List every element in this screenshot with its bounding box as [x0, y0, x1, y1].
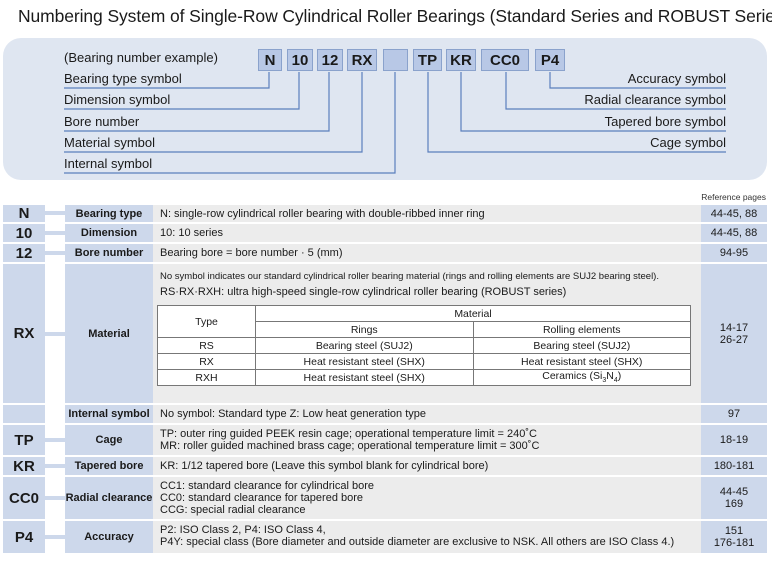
row-symbol: RX	[3, 264, 45, 403]
symbol-box-internal-blank	[383, 49, 408, 71]
row-reference-pages: 18-19	[701, 425, 767, 455]
symbol-box-p4: P4	[535, 49, 565, 71]
table-row-cage: TP Cage TP: outer ring guided PEEK resin…	[3, 425, 767, 455]
label-material-symbol: Material symbol	[64, 135, 156, 150]
row-name: Tapered bore	[65, 457, 153, 475]
row-name: Internal symbol	[65, 405, 153, 423]
row-name: Accuracy	[65, 521, 153, 553]
row-name: Bearing type	[65, 205, 153, 222]
row-description: 10: 10 series	[153, 224, 701, 242]
row-name: Cage	[65, 425, 153, 455]
row-description: No symbol: Standard type Z: Low heat gen…	[153, 405, 701, 423]
material-table: Type Material Rings Rolling elements RS …	[157, 305, 691, 386]
symbol-box-10: 10	[287, 49, 313, 71]
row-symbol: CC0	[3, 477, 45, 519]
row-symbol: P4	[3, 521, 45, 553]
row-description: P2: ISO Class 2, P4: ISO Class 4,P4Y: sp…	[153, 521, 701, 553]
symbol-box-kr: KR	[446, 49, 476, 71]
table-row-internal-symbol: Internal symbol No symbol: Standard type…	[3, 405, 767, 423]
row-name: Radial clearance	[65, 477, 153, 519]
label-cage-symbol: Cage symbol	[650, 135, 726, 150]
row-reference-pages: 44-45, 88	[701, 205, 767, 222]
material-table-row: RX Heat resistant steel (SHX) Heat resis…	[157, 353, 691, 370]
table-row-radial-clearance: CC0 Radial clearance CC1: standard clear…	[3, 477, 767, 519]
row-name: Dimension	[65, 224, 153, 242]
label-dimension-symbol: Dimension symbol	[64, 92, 171, 107]
material-table-type-header: Type	[157, 305, 256, 338]
row-symbol: N	[3, 205, 45, 222]
label-accuracy-symbol: Accuracy symbol	[627, 71, 726, 86]
label-bore-number: Bore number	[64, 114, 140, 129]
reference-pages-header: Reference pages	[701, 192, 766, 202]
symbol-box-n: N	[258, 49, 282, 71]
material-table-row: RXH Heat resistant steel (SHX) Ceramics …	[157, 369, 691, 386]
row-symbol: TP	[3, 425, 45, 455]
row-name: Material	[65, 264, 153, 403]
material-table-rolling-header: Rolling elements	[472, 321, 691, 338]
symbol-box-tp: TP	[413, 49, 442, 71]
row-reference-pages: 94-95	[701, 244, 767, 262]
row-description: N: single-row cylindrical roller bearing…	[153, 205, 701, 222]
label-internal-symbol: Internal symbol	[64, 156, 153, 171]
material-note: No symbol indicates our standard cylindr…	[160, 271, 659, 282]
row-symbol: 10	[3, 224, 45, 242]
material-table-rings-header: Rings	[255, 321, 474, 338]
symbol-box-cc0: CC0	[481, 49, 529, 71]
table-row-bearing-type: N Bearing type N: single-row cylindrical…	[3, 205, 767, 222]
symbol-box-rx: RX	[347, 49, 377, 71]
row-reference-pages: 44-45, 88	[701, 224, 767, 242]
page-title: Numbering System of Single-Row Cylindric…	[18, 6, 772, 26]
row-name: Bore number	[65, 244, 153, 262]
table-row-bore-number: 12 Bore number Bearing bore = bore numbe…	[3, 244, 767, 262]
row-description: CC1: standard clearance for cylindrical …	[153, 477, 701, 519]
row-symbol: 12	[3, 244, 45, 262]
material-series-note: RS·RX·RXH: ultra high-speed single-row c…	[160, 286, 567, 298]
material-table-row: RS Bearing steel (SUJ2) Bearing steel (S…	[157, 337, 691, 354]
label-tapered-bore-symbol: Tapered bore symbol	[604, 114, 726, 129]
row-description: Bearing bore = bore number · 5 (mm)	[153, 244, 701, 262]
symbol-box-12: 12	[317, 49, 343, 71]
material-table-material-header: Material	[255, 305, 691, 322]
row-description: KR: 1/12 tapered bore (Leave this symbol…	[153, 457, 701, 475]
row-description: TP: outer ring guided PEEK resin cage; o…	[153, 425, 701, 455]
table-row-dimension: 10 Dimension 10: 10 series 44-45, 88	[3, 224, 767, 242]
label-bearing-type-symbol: Bearing type symbol	[64, 71, 182, 86]
row-symbol	[3, 405, 45, 423]
row-symbol: KR	[3, 457, 45, 475]
table-row-accuracy: P4 Accuracy P2: ISO Class 2, P4: ISO Cla…	[3, 521, 767, 553]
table-row-tapered-bore: KR Tapered bore KR: 1/12 tapered bore (L…	[3, 457, 767, 475]
row-reference-pages: 180-181	[701, 457, 767, 475]
example-label: (Bearing number example)	[64, 50, 218, 65]
label-radial-clearance-symbol: Radial clearance symbol	[584, 92, 726, 107]
row-reference-pages: 97	[701, 405, 767, 423]
